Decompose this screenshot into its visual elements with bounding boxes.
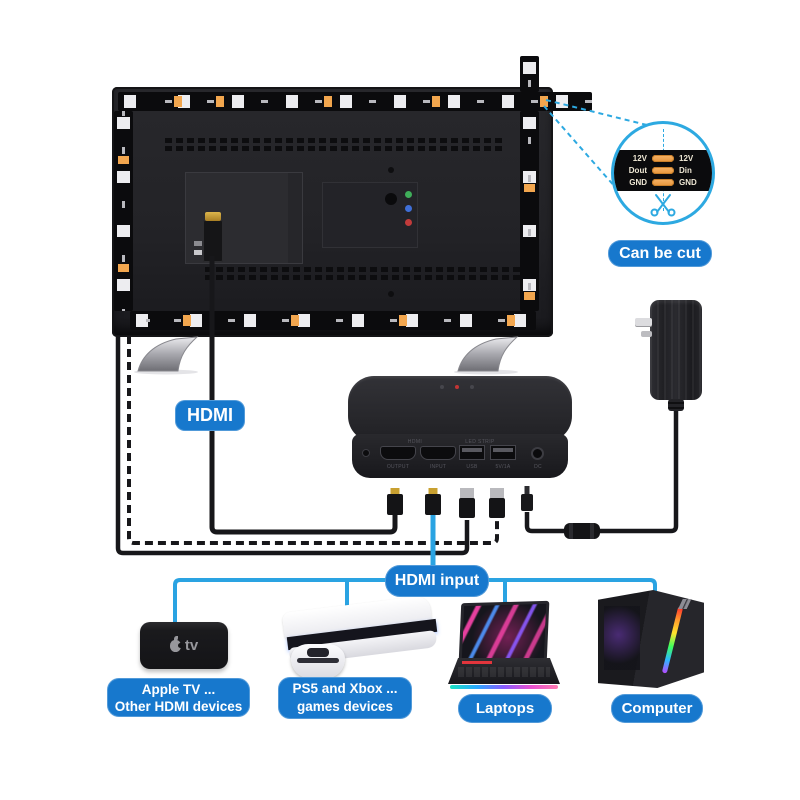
av-port-green (405, 191, 412, 198)
led-control-box: HDMI LED STRIP OUTPUT INPUT USB 5V/1A DC (348, 376, 572, 478)
hdmi-group-label: HDMI (407, 439, 423, 445)
control-box-top (348, 376, 572, 442)
led-strip-right (520, 111, 539, 311)
cable-usb-dashed (127, 336, 499, 545)
tv-io-panel (322, 182, 418, 248)
hdmi-cable-label: HDMI (175, 400, 245, 431)
laptops-label-text: Laptops (475, 700, 535, 717)
dualsense-controller (291, 644, 345, 678)
status-led (455, 385, 459, 389)
cable-hdmi-tv-to-box (209, 256, 398, 535)
callout-leader-lines (543, 99, 652, 189)
computer-label: Computer (611, 694, 703, 723)
tv-vent-top (165, 138, 505, 151)
ps5-label-line2: games devices (296, 699, 394, 714)
cable-strain-relief (668, 399, 684, 411)
usb-port-2 (490, 445, 516, 460)
gaming-laptop (448, 600, 560, 692)
solder-pad (652, 167, 674, 174)
led-strip-top (118, 92, 592, 111)
reset-button (362, 449, 370, 457)
dc-port-label: DC (534, 464, 542, 470)
apple-logo-icon (169, 635, 183, 652)
control-box-front: HDMI LED STRIP OUTPUT INPUT USB 5V/1A DC (352, 434, 568, 478)
plug-prong (635, 318, 652, 326)
input-port-label: INPUT (429, 464, 447, 470)
hdmi-text: HDMI (187, 405, 233, 425)
apple-tv-label: Apple TV ... Other HDMI devices (107, 678, 250, 717)
power-adapter (635, 300, 702, 411)
box-connectors (387, 486, 533, 518)
hdmi-input-label: HDMI input (385, 565, 489, 597)
ps5-label: PS5 and Xbox ... games devices (278, 677, 412, 719)
tv-stand-left (137, 336, 199, 372)
laptop-keyboard-deck (448, 658, 560, 684)
led-strip-left (114, 111, 133, 311)
led-strip-bottom (130, 311, 536, 330)
plug-prong-2 (641, 331, 652, 337)
cable-power-adapter (598, 410, 679, 534)
laptops-label: Laptops (458, 694, 552, 723)
gaming-pc-tower (598, 590, 704, 688)
dc-jack (531, 447, 544, 460)
tv-stand-right (457, 336, 519, 372)
ps5-console (275, 592, 438, 687)
can-be-cut-label: Can be cut (608, 240, 712, 267)
apple-tv-device: tv (140, 622, 228, 669)
laptop-rgb-glow (450, 685, 558, 689)
ps5-label-line1: PS5 and Xbox ... (292, 681, 398, 696)
hdmi-input-text: HDMI input (394, 572, 480, 589)
tv-mount-plate (185, 172, 303, 264)
solder-pad (652, 155, 674, 162)
hdmi-plug-in-tv (203, 212, 223, 262)
usb-port-1 (459, 445, 485, 460)
usb2-port-label: 5V/1A (495, 464, 511, 470)
cable-dc (524, 512, 566, 534)
computer-label-text: Computer (621, 700, 693, 717)
tower-side-window (604, 606, 640, 670)
can-be-cut-text: Can be cut (619, 244, 701, 262)
led-strip-group-label: LED STRIP (465, 439, 495, 445)
apple-tv-label-line1: Apple TV ... (141, 681, 216, 697)
output-port-label: OUTPUT (386, 464, 410, 470)
scissors-icon (650, 194, 676, 217)
led-strip-extension (520, 56, 539, 92)
hdmi-output-port (380, 446, 416, 460)
apple-tv-logo-text: tv (184, 637, 199, 654)
solder-pad (652, 179, 674, 186)
laptop-screen (458, 600, 550, 664)
rog-logo-icon (678, 599, 696, 609)
usb-port-label: USB (466, 464, 478, 470)
av-port-blue (405, 205, 412, 212)
cable-usb-tv-to-box (115, 336, 470, 556)
tv-port-round (385, 193, 397, 205)
apple-tv-label-line2: Other HDMI devices (114, 698, 243, 714)
hdmi-input-port (420, 446, 456, 460)
av-port-red (405, 219, 412, 226)
tv-vent-bottom (205, 267, 535, 281)
tv-rear-panel (112, 87, 553, 337)
